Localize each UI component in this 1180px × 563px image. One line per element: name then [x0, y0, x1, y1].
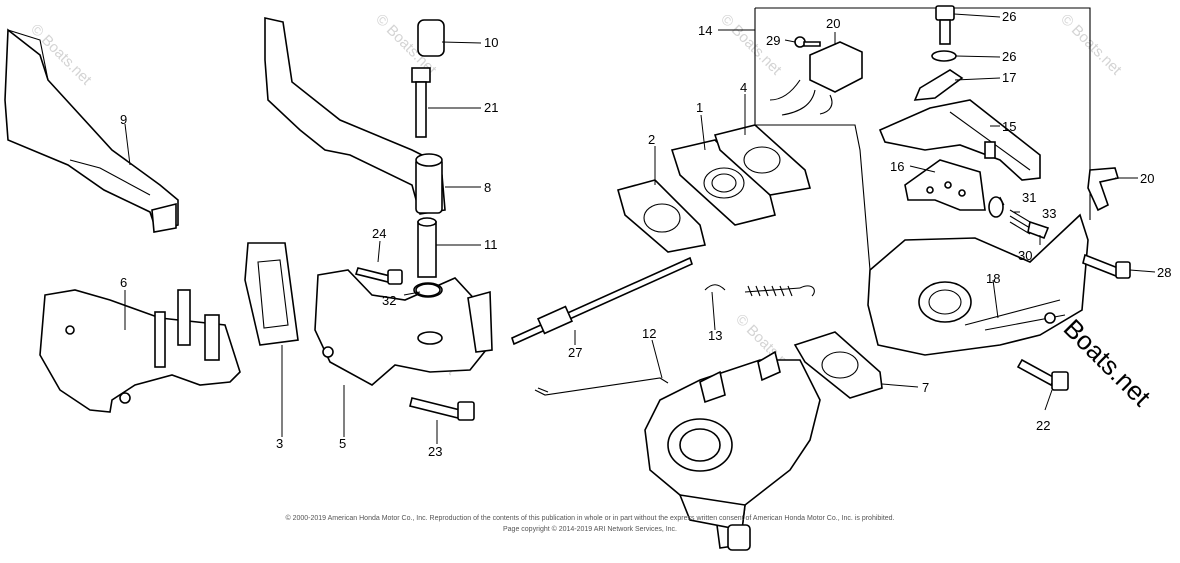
callout-31: 31 — [1022, 190, 1036, 205]
callout-6: 6 — [120, 275, 127, 290]
callout-20-top: 20 — [826, 16, 840, 31]
watermark: © Boats.net — [1057, 11, 1125, 79]
part-base-18 — [867, 213, 1089, 356]
callout-23: 23 — [428, 444, 442, 459]
part-rod-27 — [511, 256, 693, 346]
callout-28: 28 — [1157, 265, 1171, 280]
callout-29: 29 — [766, 33, 780, 48]
callout-30: 30 — [1018, 248, 1032, 263]
part-lever-9 — [4, 28, 179, 233]
callout-22: 22 — [1036, 418, 1050, 433]
part-screw-30 — [1027, 220, 1050, 240]
callout-7: 7 — [922, 380, 929, 395]
part-plate-16 — [904, 159, 986, 211]
part-switch-20 — [769, 41, 863, 116]
callout-25: 26 — [1002, 9, 1016, 24]
copyright-line-1: © 2000-2019 American Honda Motor Co., In… — [285, 514, 894, 522]
callout-10: 10 — [484, 35, 498, 50]
callout-18: 18 — [986, 271, 1000, 286]
callout-33: 33 — [1042, 206, 1056, 221]
part-insulator-1 — [670, 139, 776, 226]
part-link-12 — [534, 377, 669, 396]
part-insulator-5 — [314, 269, 493, 386]
callout-26: 26 — [1002, 49, 1016, 64]
copyright-notice: © 2000-2019 American Honda Motor Co., In… — [285, 514, 894, 533]
callout-20-right: 20 — [1140, 171, 1154, 186]
part-gasket-2 — [617, 179, 706, 253]
part-frame-14 — [754, 7, 1091, 271]
callout-13: 13 — [708, 328, 722, 343]
callout-14: 14 — [698, 23, 712, 38]
carburetor-body — [644, 350, 821, 551]
part-bolt-24 — [354, 267, 403, 285]
part-bolt-28 — [1082, 253, 1131, 279]
part-bolt-21 — [411, 19, 445, 138]
part-nut-17 — [913, 69, 964, 101]
callout-5: 5 — [339, 436, 346, 451]
copyright-line-2: Page copyright © 2014-2019 ARI Network S… — [503, 525, 677, 533]
part-clip-20 — [1087, 167, 1120, 212]
callout-17: 17 — [1002, 70, 1016, 85]
part-bolt-23 — [409, 397, 475, 421]
callout-11: 11 — [484, 237, 498, 252]
callout-8: 8 — [484, 180, 491, 195]
part-gasket-7 — [793, 331, 883, 399]
part-bracket-6 — [39, 289, 241, 413]
brand-watermark: Boats.net — [1058, 313, 1157, 412]
callout-27: 27 — [568, 345, 582, 360]
callout-9: 9 — [120, 112, 127, 127]
part-washer-26 — [931, 50, 957, 62]
callout-12: 12 — [642, 326, 656, 341]
part-washer-31 — [988, 196, 1004, 218]
part-spring-33 — [1009, 209, 1031, 235]
callout-32: 32 — [382, 293, 396, 308]
part-gasket-3 — [244, 242, 299, 346]
callout-3: 3 — [276, 436, 283, 451]
part-screw-29 — [794, 36, 821, 48]
part-bolt-22 — [1016, 358, 1069, 391]
callout-21: 21 — [484, 100, 498, 115]
part-sleeve-11 — [417, 217, 437, 278]
callout-16: 16 — [890, 159, 904, 174]
part-spring-13 — [704, 284, 815, 297]
callout-4: 4 — [740, 80, 747, 95]
part-plate-15 — [878, 99, 1041, 181]
callout-labels: 9 6 10 21 8 11 24 32 3 5 23 27 12 13 2 1… — [120, 9, 1171, 459]
callout-24: 24 — [372, 226, 386, 241]
callout-15: 15 — [1002, 119, 1016, 134]
leader-lines — [124, 13, 1156, 444]
part-bolt-25 — [935, 5, 955, 45]
callout-1: 1 — [696, 100, 703, 115]
callout-2: 2 — [648, 132, 655, 147]
part-washer-32 — [415, 283, 441, 297]
part-lever-8 — [264, 17, 446, 215]
